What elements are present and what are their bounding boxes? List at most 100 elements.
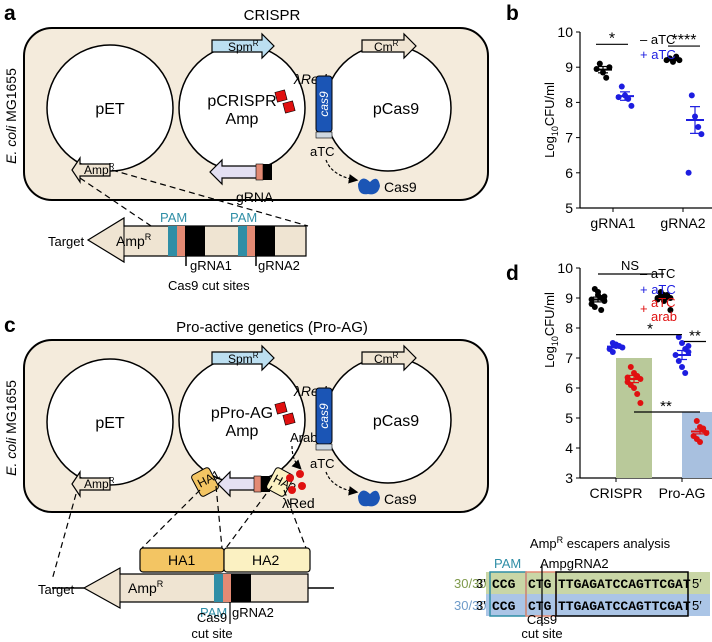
panel-label-b: b: [506, 2, 519, 25]
svg-text:CTG: CTG: [528, 599, 552, 614]
escapers-pam-label: PAM: [494, 556, 521, 571]
data-point: [634, 391, 641, 397]
svg-text:CCG: CCG: [492, 577, 516, 592]
sig-label-grna1: *: [609, 30, 615, 47]
y-tick-label: 7: [565, 130, 573, 146]
data-point: [685, 343, 692, 349]
sig-label-ns: NS: [621, 258, 639, 273]
plasmid-pet-label-c: pET: [95, 415, 125, 432]
sig-label-grna2: ****: [672, 32, 697, 49]
x-tick-label: CRISPR: [590, 485, 643, 501]
data-point: [697, 439, 703, 445]
svg-text:SpmR: SpmR: [228, 351, 259, 366]
y-tick-label: 9: [565, 59, 573, 75]
cut-site-label-1-c: Cas9: [197, 610, 227, 625]
data-point: [595, 289, 601, 295]
y-axis-label-d: Log10CFU/ml: [542, 292, 560, 368]
target-label-c: Target: [38, 582, 75, 597]
cas9-protein-a: [358, 178, 380, 195]
ha2-label-c: HA2: [252, 552, 279, 568]
y-tick-label: 10: [557, 24, 573, 40]
svg-text:5′: 5′: [692, 576, 702, 591]
target-construct-a: AmpR: [86, 216, 307, 264]
plasmid-pcas9-label-a: pCas9: [373, 101, 419, 118]
pam-label-c: PAM: [200, 605, 227, 620]
data-point: [628, 102, 635, 109]
svg-text:AmpR: AmpR: [84, 162, 115, 177]
svg-text:TTGAGATCCAGTTCGAT: TTGAGATCCAGTTCGAT: [558, 599, 691, 614]
cas9-gene-c: cas9: [315, 387, 333, 451]
cmr-gene-arrow-a: CmR: [361, 32, 417, 60]
seq-target-box: [555, 571, 689, 617]
atc-label-c: aTC: [310, 456, 335, 471]
plasmid-proag-label-c: pPro-AG: [211, 405, 273, 422]
data-point: [609, 349, 616, 355]
data-point: [657, 290, 664, 297]
lambda-red-protein-label-c: λRed: [282, 495, 315, 511]
svg-text:CmR: CmR: [374, 351, 399, 366]
data-point: [637, 400, 644, 406]
svg-text:AmpR: AmpR: [128, 579, 164, 596]
legend-arab-line1-d: aTC: [651, 295, 676, 310]
data-point: [682, 370, 689, 376]
seq-row-1-count: 30/30: [454, 576, 487, 591]
svg-text:TTGAGATCCAGTTCGAT: TTGAGATCCAGTTCGAT: [558, 577, 691, 592]
plasmid-pcrispr-label2-a: Amp: [226, 111, 259, 128]
svg-text:3′: 3′: [476, 576, 486, 591]
sig-label-proag: **: [689, 328, 701, 345]
plasmid-pcas9-label-c: pCas9: [373, 413, 419, 430]
cas9-protein-label-c: Cas9: [384, 491, 417, 507]
svg-text:cas9: cas9: [317, 91, 331, 117]
pam-label-1-a: PAM: [160, 210, 187, 225]
spmr-gene-arrow-a: SpmR: [211, 32, 275, 60]
y-tick-label: 10: [557, 260, 573, 276]
spmr-gene-arrow-c: SpmR: [211, 344, 275, 372]
plasmid-pcrispr-label-a: pCRISPR: [207, 93, 276, 110]
escapers-title: AmpR escapers analysis: [530, 535, 671, 551]
svg-text:3′: 3′: [476, 598, 486, 613]
panel-label-d: d: [506, 262, 519, 285]
y-tick-label: 8: [565, 94, 573, 110]
y-tick-label: 5: [565, 200, 573, 216]
grna2-label-a: gRNA2: [258, 258, 300, 273]
panel-c: c Pro-active genetics (Pro-AG) E. coli M…: [3, 314, 489, 641]
panel-label-c: c: [4, 314, 16, 337]
svg-text:cas9: cas9: [317, 403, 331, 429]
svg-text:CTG: CTG: [528, 577, 552, 592]
strain-label-a: E. coli MG1655: [3, 68, 19, 164]
cas9-gene-a: cas9: [315, 75, 333, 139]
target-construct-c: AmpR: [52, 566, 334, 610]
data-point: [615, 94, 622, 101]
cas9-protein-label-a: Cas9: [384, 179, 417, 195]
y-tick-label: 4: [565, 440, 573, 456]
legend-plus-d: + aTC: [640, 282, 676, 297]
ampr-gene-arrow-c: AmpR: [71, 470, 115, 498]
data-point: [601, 293, 608, 300]
pam-label-2-a: PAM: [230, 210, 257, 225]
svg-text:CmR: CmR: [374, 39, 399, 54]
panel-a: a CRISPR E. coli MG1655 pET AmpR pCRISPR…: [3, 2, 489, 293]
data-point: [679, 340, 685, 346]
legend-arab-plus-d: +: [640, 301, 648, 316]
grna1-label-a: gRNA1: [190, 258, 232, 273]
grna2-label-c: gRNA2: [232, 605, 274, 620]
y-axis-label-b: Log10CFU/ml: [542, 82, 560, 158]
legend-minus-d: – aTC: [640, 266, 675, 281]
svg-text:5′: 5′: [692, 598, 702, 613]
y-tick-label: 3: [565, 470, 573, 486]
data-point: [603, 74, 610, 81]
data-point: [688, 92, 695, 99]
grna-label-a: gRNA: [236, 189, 274, 205]
cas9-protein-c: [358, 490, 380, 507]
cmr-gene-arrow-c: CmR: [361, 344, 417, 372]
cut-sites-label-a: Cas9 cut sites: [168, 278, 250, 293]
legend-arab-line2-d: arab: [651, 309, 677, 324]
data-point: [685, 169, 692, 176]
sig-label-star: *: [647, 321, 653, 338]
panel-e: AmpR escapers analysis PAM AmpgRNA2 30/3…: [454, 535, 710, 641]
data-point: [598, 307, 605, 313]
